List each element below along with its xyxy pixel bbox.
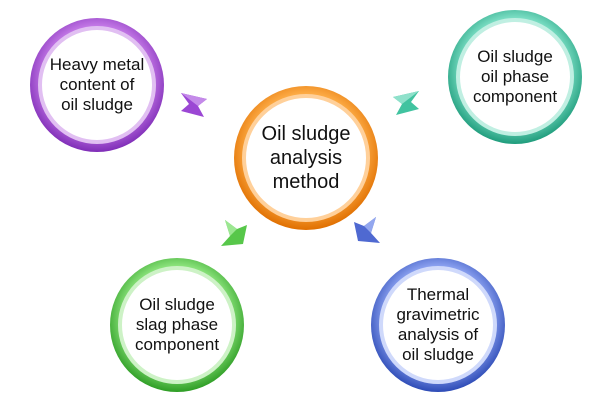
oil-phase-line-2: oil phase bbox=[480, 67, 550, 86]
heavy-metal-label: Heavy metal content of oil sludge bbox=[41, 29, 153, 141]
center-ring bbox=[234, 86, 378, 230]
node-thermal: Thermal gravimetric analysis of oil slud… bbox=[363, 250, 513, 400]
connector-to-slag-phase-icon bbox=[221, 220, 247, 246]
slag-phase-line-3: component bbox=[134, 335, 220, 354]
thermal-line-1: Thermal bbox=[406, 285, 470, 304]
thermal-label: Thermal gravimetric analysis of oil slud… bbox=[382, 269, 494, 381]
oil-phase-label: Oil sludge oil phase component bbox=[459, 21, 571, 133]
node-heavy-metal: Heavy metal content of oil sludge bbox=[22, 10, 172, 160]
node-oil-phase: Oil sludge oil phase component bbox=[440, 2, 590, 152]
connector-to-oil-phase-icon bbox=[393, 91, 419, 117]
slag-phase-line-2: slag phase bbox=[135, 315, 219, 334]
heavy-metal-line-1: Heavy metal bbox=[49, 55, 145, 74]
heavy-metal-line-3: oil sludge bbox=[61, 95, 133, 114]
heavy-metal-line-2: content of bbox=[59, 75, 135, 94]
slag-phase-ring bbox=[110, 258, 244, 392]
connector-to-heavy-metal-icon bbox=[181, 93, 207, 119]
slag-phase-label: Oil sludge slag phase component bbox=[121, 269, 233, 381]
thermal-line-2: gravimetric bbox=[396, 305, 480, 324]
center-label: Oil sludge analysis method bbox=[248, 100, 364, 216]
oil-phase-ring bbox=[448, 10, 582, 144]
center-label-line-3: method bbox=[272, 171, 340, 193]
center-node: Oil sludge analysis method bbox=[226, 78, 386, 238]
thermal-line-3: analysis of bbox=[397, 325, 479, 344]
oil-phase-line-3: component bbox=[472, 87, 558, 106]
thermal-line-4: oil sludge bbox=[402, 345, 474, 364]
center-label-line-2: analysis bbox=[269, 147, 343, 169]
thermal-ring bbox=[371, 258, 505, 392]
connector-to-thermal-icon bbox=[354, 217, 380, 243]
node-slag-phase: Oil sludge slag phase component bbox=[102, 250, 252, 400]
center-label-line-1: Oil sludge bbox=[261, 123, 351, 145]
oil-phase-line-1: Oil sludge bbox=[477, 47, 553, 66]
heavy-metal-ring bbox=[30, 18, 164, 152]
slag-phase-line-1: Oil sludge bbox=[139, 295, 215, 314]
